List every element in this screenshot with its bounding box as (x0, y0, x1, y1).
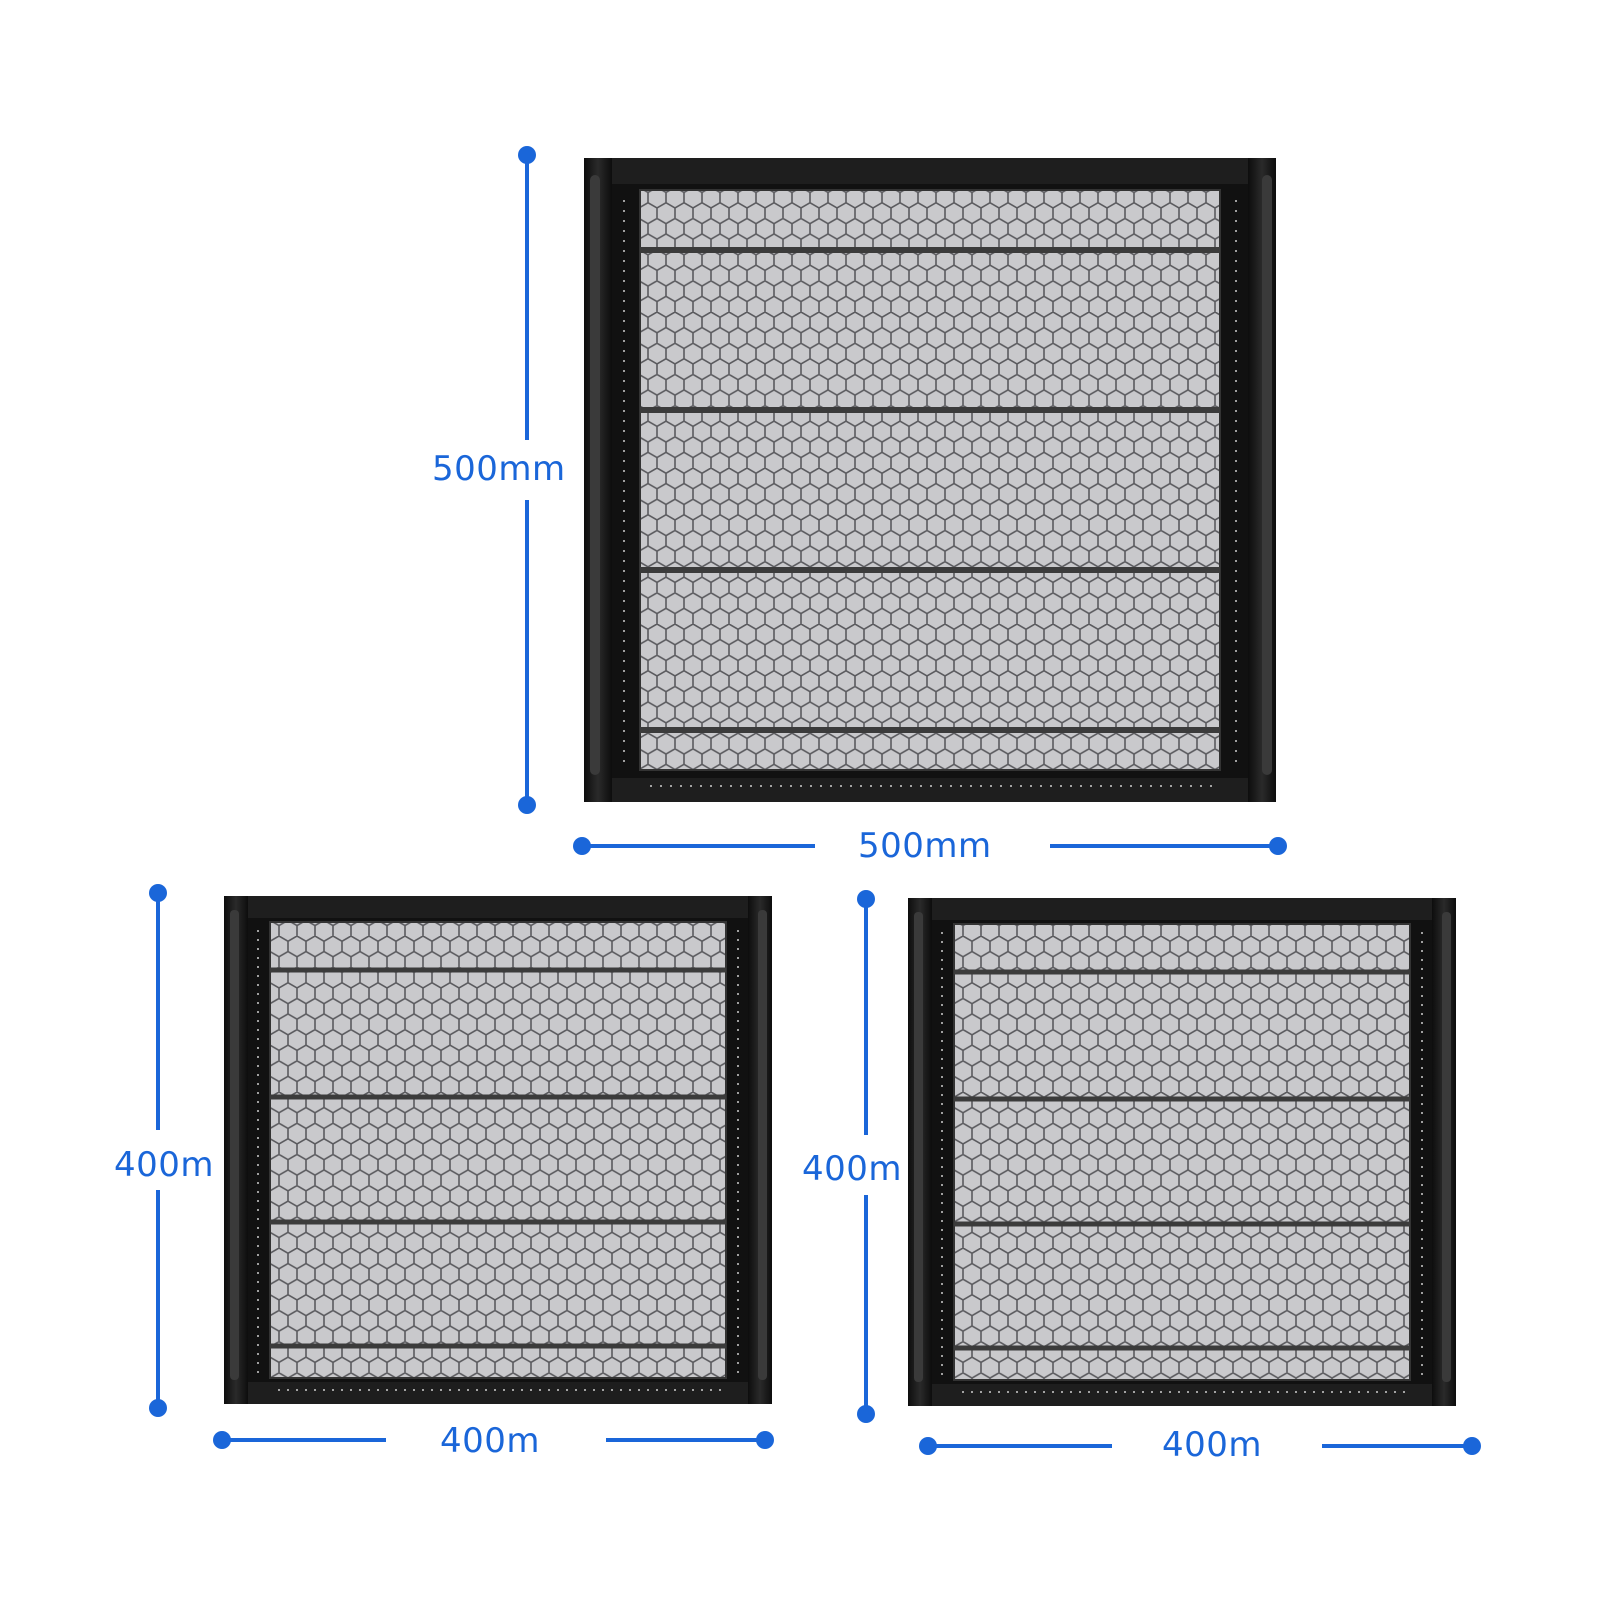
width-label-large: 500mm (858, 826, 992, 866)
support-strips-small-right (954, 969, 1410, 1351)
height-label-large: 500mm (432, 449, 566, 489)
ruler-marks-small-left (257, 930, 739, 1391)
width-dimension-large (573, 837, 1287, 855)
height-dimension-small-right (857, 890, 875, 1423)
width-dimension-small-left (213, 1431, 774, 1449)
height-dimension-large (518, 146, 536, 814)
support-strips-small-left (270, 967, 726, 1349)
height-label-small-right: 400m (802, 1149, 903, 1189)
height-dimension-small-left (149, 884, 167, 1417)
support-strips-large (640, 247, 1220, 733)
honeycomb-table-small-right (908, 898, 1456, 1406)
width-label-small-right: 400m (1162, 1425, 1263, 1465)
width-dimension-small-right (919, 1437, 1481, 1455)
honeycomb-table-small-left (224, 896, 772, 1404)
ruler-marks-small-right (941, 932, 1423, 1393)
honeycomb-table-large (584, 158, 1276, 802)
width-label-small-left: 400m (440, 1421, 541, 1461)
height-label-small-left: 400m (114, 1145, 215, 1185)
